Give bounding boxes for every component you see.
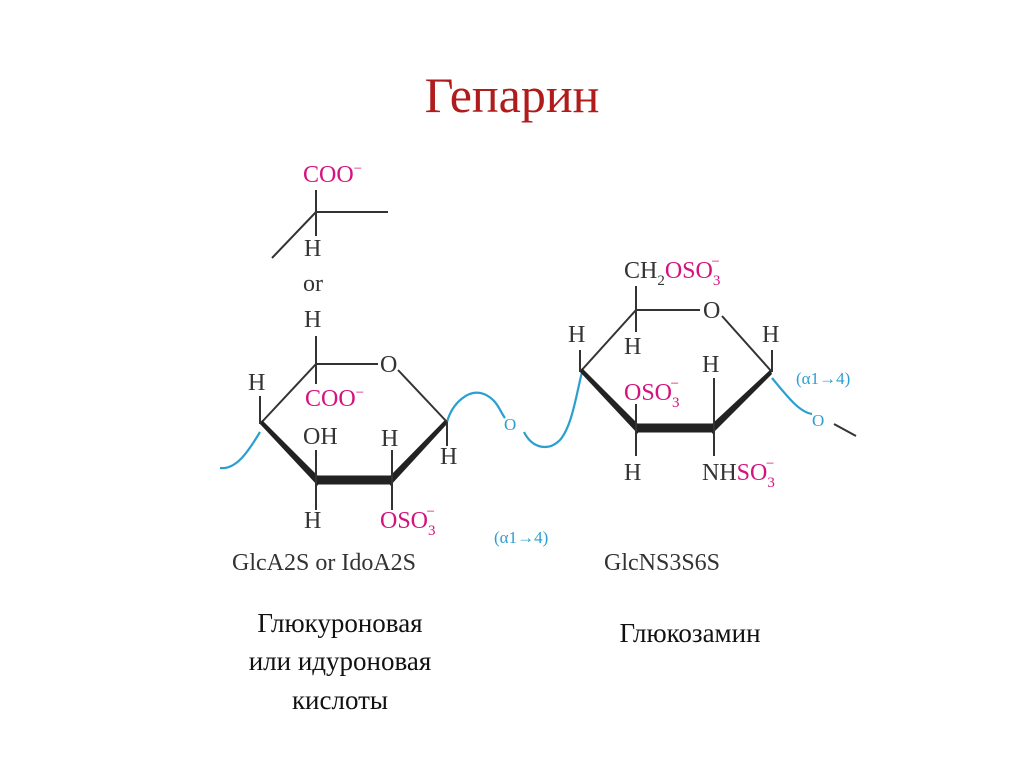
- h-lower-label: H: [304, 307, 321, 333]
- left-h-c2-label: H: [381, 426, 398, 452]
- coo-top-label: COO−: [303, 161, 362, 188]
- right-end-oxygen-label: O: [812, 411, 824, 430]
- right-oso3-mid-label: OSO3−: [624, 376, 680, 411]
- left-caption-line-1: Глюкуроновая: [257, 608, 423, 638]
- right-ring-bond-c5-c4: [579, 309, 637, 373]
- left-oso3-label: OSO3−: [380, 504, 436, 539]
- left-ring: [259, 190, 448, 510]
- bridge-oxygen-label: O: [504, 415, 516, 434]
- left-caption-line-3: кислоты: [291, 684, 389, 715]
- left-caption-line-2: или идуроновая: [248, 646, 432, 677]
- left-link-label: (α1→4): [494, 528, 548, 547]
- right-ring-oxygen-label: O: [703, 298, 720, 324]
- right-unit-name: GlcNS3S6S: [604, 550, 720, 576]
- left-h-c1-label: H: [440, 444, 457, 470]
- left-caption: Глюкуроновая или идуроновая кислоты: [200, 604, 480, 719]
- right-caption: Глюкозамин: [619, 618, 761, 648]
- coo-ring-label: COO−: [305, 385, 364, 412]
- left-unit-name: GlcA2S or IdoA2S: [232, 550, 416, 576]
- top-fragment-bond-left: [271, 211, 317, 259]
- right-chain-link-curve: [771, 377, 813, 416]
- right-ring-bond-c4-c3-wedge: [580, 368, 638, 434]
- right-ring-bond-o-c1: [721, 315, 773, 373]
- right-chain-tail-line: [833, 423, 857, 437]
- right-h-c1-label: H: [762, 322, 779, 348]
- left-chain-link-curve: [219, 431, 261, 470]
- oh-label: OH: [303, 424, 338, 450]
- right-ring-bond-c2-c1-wedge: [712, 370, 772, 434]
- right-ring: [579, 286, 773, 456]
- left-h-c4-label: H: [248, 370, 265, 396]
- bridge-link-curve-right: [523, 371, 584, 449]
- right-h-c3-label: H: [624, 460, 641, 486]
- bridge-link-curve-left: [445, 391, 506, 423]
- right-h-c5-label: H: [624, 334, 641, 360]
- ch2-oso3-label: CH2OSO3−: [624, 254, 720, 289]
- right-h-c2-label: H: [702, 352, 719, 378]
- left-ring-bond-c5-c4: [259, 363, 317, 425]
- left-ring-bond-o-c1: [397, 369, 448, 423]
- left-ring-oxygen-label: O: [380, 352, 397, 378]
- or-label: or: [303, 271, 323, 297]
- nhso3-label: NHSO3−: [702, 456, 775, 491]
- right-h-c4-label: H: [568, 322, 585, 348]
- left-ring-bond-c2-c1-wedge: [390, 420, 447, 486]
- h-upper-label: H: [304, 236, 321, 262]
- page-title: Гепарин: [424, 67, 600, 123]
- left-ring-bond-c4-c3-wedge: [260, 420, 318, 486]
- left-h-c3-label: H: [304, 508, 321, 534]
- right-link-label: (α1→4): [796, 369, 850, 388]
